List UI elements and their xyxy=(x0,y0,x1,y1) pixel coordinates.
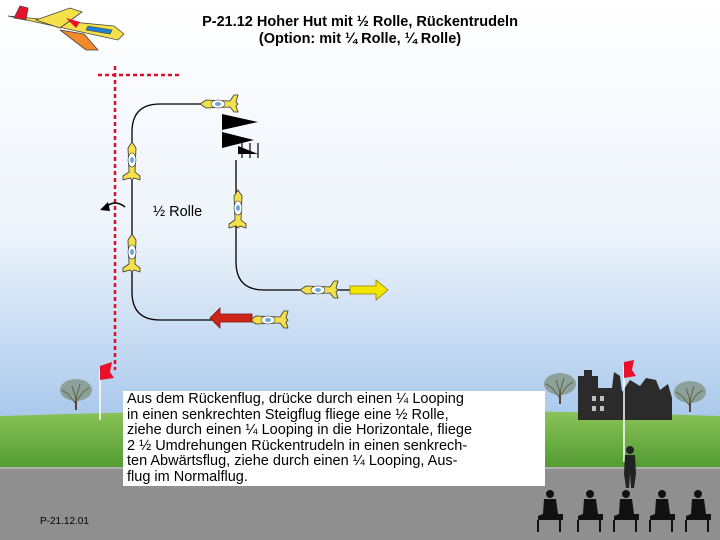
sky xyxy=(0,0,720,420)
spin-flag-icon xyxy=(222,114,259,158)
roll-arrow-icon xyxy=(100,202,126,211)
description-line: in einen senkrechten Steigflug fliege ei… xyxy=(127,406,449,423)
description-line: ziehe durch einen ¼ Looping in die Horiz… xyxy=(127,422,473,439)
footer-code: P-21.12.01 xyxy=(40,516,89,527)
description-line: 2 ½ Umdrehungen Rückentrudeln in einen s… xyxy=(127,437,468,454)
flight-path-left xyxy=(131,103,262,321)
logo-plane-icon xyxy=(7,5,125,51)
windsock-flag-icon xyxy=(99,362,114,420)
flight-path-right xyxy=(235,160,366,291)
description-box: Aus dem Rückenflug, drücke durch einen ¼… xyxy=(123,391,545,486)
description-line: flug im Normalflug. xyxy=(127,468,248,485)
entry-arrow xyxy=(209,307,253,329)
castle-icon xyxy=(578,370,672,420)
exit-arrow xyxy=(349,279,389,301)
pilot-icon xyxy=(624,446,636,488)
maneuver-label: ½ Rolle xyxy=(153,204,203,220)
description-line: Aus dem Rückenflug, drücke durch einen ¼… xyxy=(127,391,464,407)
title-line-1: P-21.12 Hoher Hut mit ½ Rolle, Rückentru… xyxy=(202,14,518,30)
title-line-2: (Option: mit ¼ Rolle, ¼ Rolle) xyxy=(258,31,462,47)
description-line: ten Abwärtsflug, ziehe durch einen ¼ Loo… xyxy=(127,453,458,470)
windsock-flag-icon xyxy=(623,360,636,462)
runway xyxy=(0,468,720,540)
page-title: P-21.12 Hoher Hut mit ½ Rolle, Rückentru… xyxy=(130,14,590,48)
